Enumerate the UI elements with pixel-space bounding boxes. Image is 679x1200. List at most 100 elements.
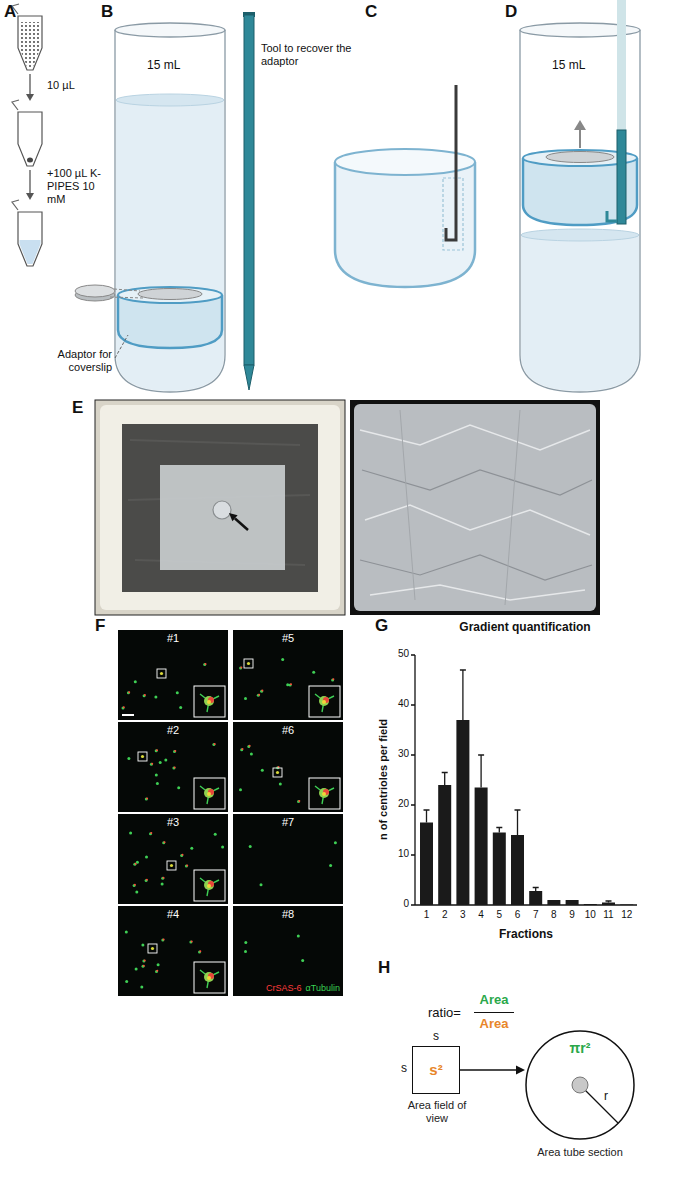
centriole-spot	[170, 864, 173, 867]
circle-outline	[526, 1031, 634, 1139]
centriole-blob	[207, 700, 211, 704]
tube-steps-part-part	[18, 212, 42, 266]
tubulin-spot	[150, 763, 153, 766]
humid-chamber-photo-part	[235, 519, 248, 531]
tubulin-spot	[289, 683, 292, 686]
centriole-blob	[323, 789, 329, 795]
tubulin-spot	[172, 767, 175, 770]
tubulin-spot	[127, 757, 130, 760]
humid-chamber-photo-part	[95, 400, 345, 615]
centriole-blob	[208, 881, 214, 887]
sas6-spot	[191, 940, 193, 942]
tick-label: 50	[383, 648, 409, 660]
bar-chart-part-part	[456, 720, 469, 905]
tubulin-spot	[161, 939, 164, 942]
panel-number: #6	[233, 724, 343, 737]
centriole-blob	[319, 788, 329, 798]
sas6-spot	[199, 950, 201, 952]
tube-recovery-part	[574, 120, 586, 130]
foil-cover-photo-part	[360, 425, 590, 450]
tube-steps-part	[12, 200, 42, 266]
zoom-marker	[167, 861, 176, 870]
sas6-spot	[261, 690, 263, 692]
arrow-head	[516, 1066, 525, 1075]
area-circle: πr²Area tube section	[525, 1030, 635, 1140]
zoom-inset	[194, 778, 225, 809]
image-panel: #3	[118, 814, 228, 904]
bar-chart-part-part	[566, 900, 579, 905]
volume-label: 10 µL	[47, 79, 75, 92]
zoom-marker	[273, 768, 282, 777]
tubulin-spot	[162, 841, 165, 844]
tubulin-spot	[244, 941, 247, 944]
tick-label: 1	[418, 909, 436, 921]
tubulin-spot	[297, 934, 300, 937]
tubulin-fiber	[200, 694, 219, 712]
tube-steps-part-part	[27, 158, 33, 163]
tube-with-adaptor-part	[75, 285, 115, 297]
centriole-blob	[207, 792, 211, 796]
micrograph-panels-part	[233, 630, 343, 720]
sas6-spot	[128, 691, 130, 693]
tubulin-spot	[203, 663, 206, 666]
zoom-marker	[138, 752, 147, 761]
bar-chart-part-part	[460, 670, 466, 720]
sas6-spot	[123, 706, 125, 708]
tick-label: 11	[600, 909, 618, 921]
tool-label: Tool to recover the adaptor	[261, 42, 353, 68]
centriole-blob	[204, 788, 214, 798]
centriole-blob	[208, 789, 214, 795]
tubulin-spot	[190, 847, 193, 850]
foil-cover-photo-part	[365, 505, 590, 535]
image-panel: #5	[233, 630, 343, 720]
bar-chart-part-part	[620, 904, 633, 906]
tubulin-spot	[154, 696, 157, 699]
centriole-blob	[323, 697, 329, 703]
tubulin-spot	[156, 782, 159, 785]
sas6-spot	[143, 965, 145, 967]
sas6-spot	[242, 748, 244, 750]
centriole-blob	[207, 884, 211, 888]
tube-steps	[12, 4, 42, 266]
image-panel: #8CrSAS-6αTubulin	[233, 906, 343, 996]
axis-title: n of centrioles per field	[377, 690, 390, 870]
sas6-spot	[258, 694, 260, 696]
tick-label: 3	[454, 909, 472, 921]
centriole-spot	[151, 947, 154, 950]
zoom-marker	[157, 669, 166, 678]
tube-with-adaptor-part	[114, 289, 140, 291]
tubulin-spot	[145, 855, 148, 858]
bar-chart-part-part	[547, 900, 560, 905]
bar-chart-part-part	[475, 788, 488, 906]
micrograph-panels-part	[233, 722, 343, 812]
connector	[460, 1066, 525, 1075]
tube-with-adaptor	[75, 12, 255, 392]
tube-recovery-part	[521, 235, 639, 391]
tubulin-spot	[260, 883, 263, 886]
tube-recovery-part	[617, 0, 626, 130]
tick-label: 20	[383, 798, 409, 810]
tick-label: 5	[490, 909, 508, 921]
humid-chamber-photo-part	[213, 501, 231, 519]
tubulin-spot	[145, 798, 148, 801]
tubulin-spot	[214, 833, 217, 836]
tick-label: 8	[545, 909, 563, 921]
sas6-spot	[205, 663, 207, 665]
tubulin-spot	[247, 745, 250, 748]
tubulin-spot	[312, 671, 315, 674]
area-formula: s²	[413, 1061, 459, 1079]
humid-chamber-photo-part	[100, 405, 340, 610]
tubulin-spot	[180, 854, 183, 857]
tubulin-spot	[260, 690, 263, 693]
tubulin-spot	[185, 865, 188, 868]
tubulin-fiber	[200, 970, 219, 988]
panel-letter: A	[4, 2, 16, 22]
tubulin-spot	[240, 748, 243, 751]
tubulin-spot	[135, 968, 138, 971]
humid-chamber-photo-part	[122, 424, 318, 592]
centriole-blob	[207, 976, 211, 980]
foil-cover-photo-part	[362, 470, 592, 495]
sas6-spot	[249, 745, 251, 747]
